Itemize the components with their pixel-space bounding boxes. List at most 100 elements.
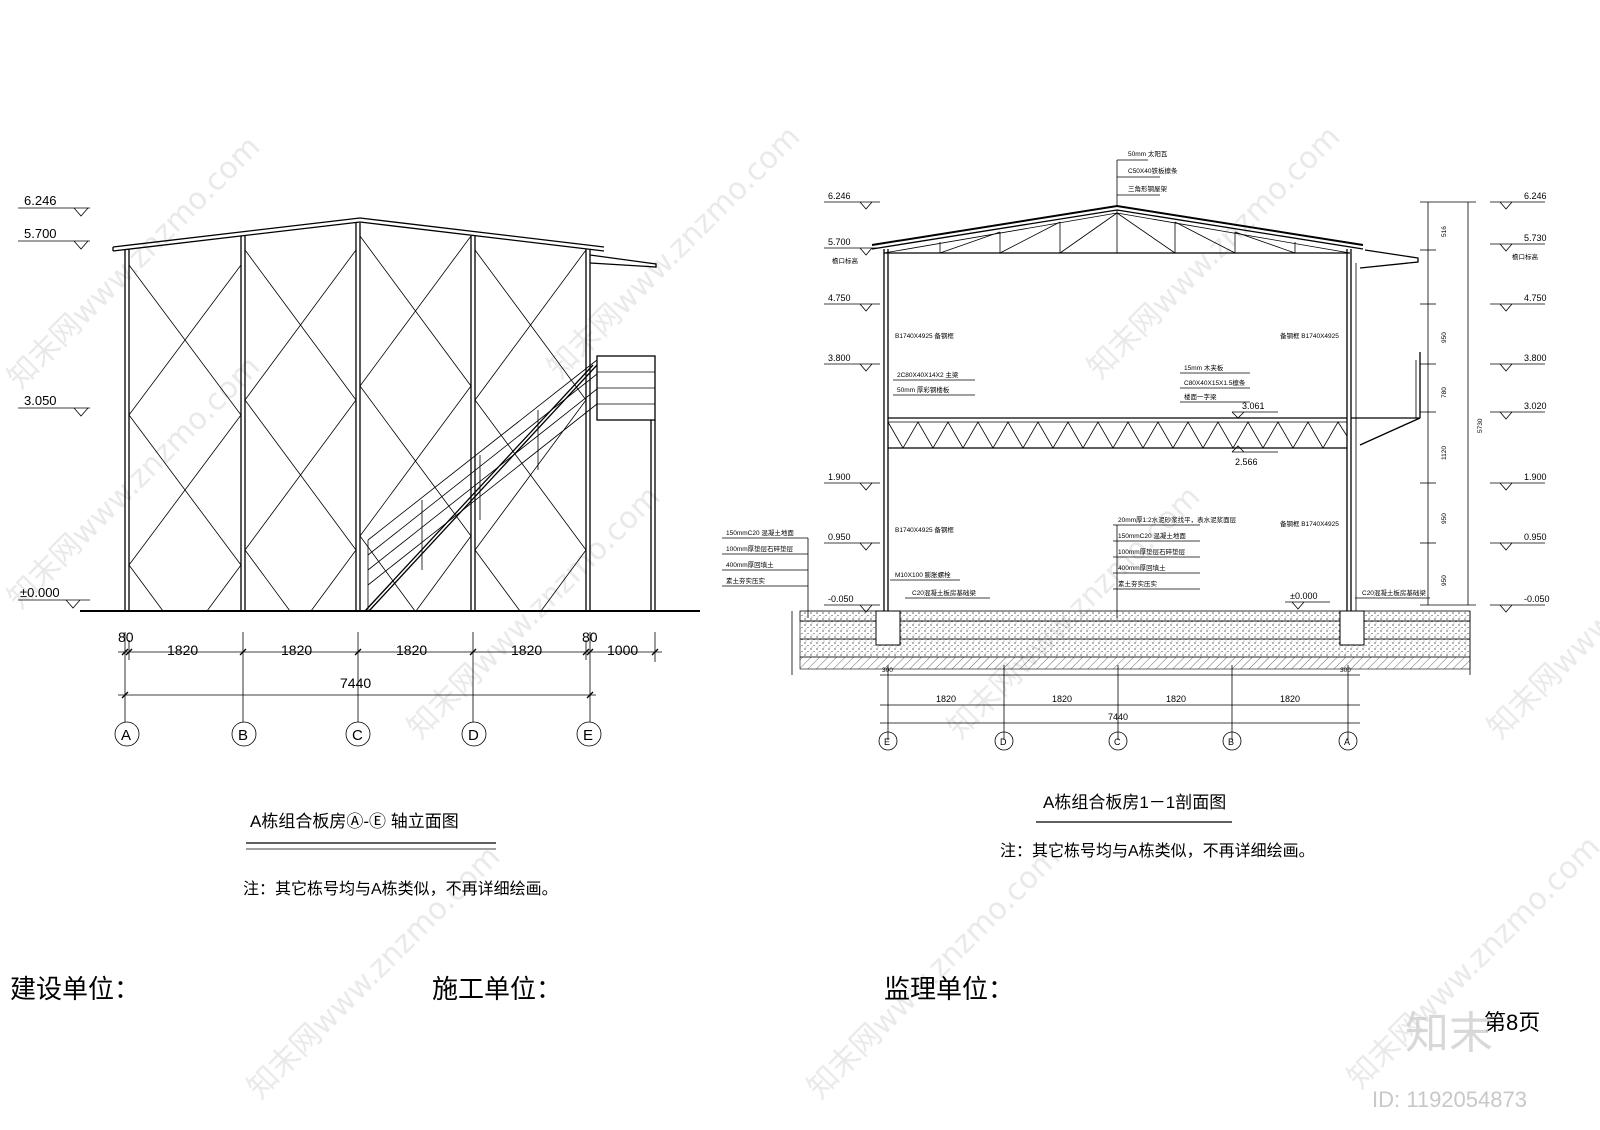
section-level-marks-right: 6.246 5.730 檐口标高 4.750 3.800 3.020 1.900… [1490, 191, 1550, 613]
section-axes: E D C B A [878, 731, 1358, 751]
level-label: 5.730 [1524, 233, 1547, 243]
ground-layer: 素土夯实压实 [726, 576, 766, 585]
dim-label: 80 [582, 629, 598, 645]
roof-truss: 50mm 太阳瓦 C50X40铁板檩条 三角形钢屋架 [871, 149, 1419, 269]
watermark-text: 知末网www.znzmo.com [1481, 479, 1600, 745]
section-walls [883, 249, 1357, 611]
wall-label: 备钢框 B1740X4925 [1280, 519, 1339, 528]
floor-truss: 3.061 2.566 [887, 352, 1421, 467]
level-label: ±0.000 [20, 585, 60, 600]
roof-label: C50X40铁板檩条 [1128, 166, 1178, 175]
foundation [791, 610, 1471, 675]
watermark-text: 知末网www.znzmo.com [241, 839, 507, 1105]
dim-label: 1000 [607, 642, 638, 658]
dim-label: 1820 [1052, 694, 1072, 704]
contractor-label: 施工单位： [432, 975, 562, 1005]
floor-label: 楼面一字梁 [1184, 392, 1217, 401]
axis-label: C [1114, 737, 1121, 747]
roof [112, 217, 657, 268]
columns [124, 223, 591, 611]
x-bracing [128, 235, 587, 612]
roof-label: 50mm 太阳瓦 [1128, 149, 1168, 158]
level-label: 0.950 [1524, 532, 1547, 542]
level-note: 檐口标高 [1512, 252, 1539, 261]
floor-label: C80X40X15X1.5檩条 [1184, 378, 1246, 387]
level-label: 0.950 [828, 532, 851, 542]
dim-label: 1820 [396, 642, 427, 658]
axis-label: D [1000, 737, 1007, 747]
axis-label: C [352, 727, 363, 744]
level-label: 3.800 [828, 353, 851, 363]
ground-layer: 400mm厚回填土 [1118, 563, 1166, 572]
elevation-dimensions: 80 1820 1820 1820 1820 80 1000 7440 [118, 629, 662, 722]
axis-label: A [121, 727, 131, 744]
watermark-logo: 知末 [1405, 1009, 1493, 1058]
axis-label: B [238, 727, 248, 744]
anchor-label: M10X100 膨胀螺栓 [895, 570, 951, 579]
dim-label: 80 [118, 629, 134, 645]
signature-row: 建设单位： 施工单位： 监理单位： [10, 975, 1014, 1005]
floor-label: 2C80X40X14X2 主梁 [897, 370, 959, 379]
elevation-level-marks: 6.246 5.700 3.050 ±0.000 [18, 193, 90, 609]
vert-dim: 516 [1441, 226, 1448, 237]
ground-layer: 100mm厚垫层石碎垫层 [1118, 547, 1186, 556]
floor-label: 15mm 木夹板 [1184, 363, 1224, 372]
level-label: 1.900 [1524, 472, 1547, 482]
level-label: 4.750 [1524, 293, 1547, 303]
level-label: 6.246 [828, 191, 851, 201]
roof-label: 三角形钢屋架 [1128, 184, 1168, 193]
builder-label: 建设单位： [10, 975, 140, 1005]
axis-label: E [583, 727, 593, 744]
axis-label: B [1228, 737, 1234, 747]
watermark-text: 知末网www.znzmo.com [801, 839, 1067, 1105]
level-label: 4.750 [828, 293, 851, 303]
level-label: 5.700 [24, 226, 57, 241]
ground-layer: 400mm厚回填土 [726, 560, 774, 569]
wall-label: B1740X4925 备钢框 [895, 525, 954, 534]
dim-total: 7440 [1108, 712, 1128, 722]
supervisor-label: 监理单位： [884, 975, 1014, 1005]
axis-label: D [468, 727, 479, 744]
vert-dim: 1120 [1441, 446, 1448, 460]
section-level-marks-left: 6.246 5.700 檐口标高 4.750 3.800 1.900 0.950… [824, 191, 880, 613]
ground-layer: 100mm厚垫层石碎垫层 [726, 544, 794, 553]
elevation-note: 注：其它栋号均与A栋类似，不再详细绘画。 [243, 880, 558, 898]
level-label: 3.800 [1524, 353, 1547, 363]
watermark-text: 知末网www.znzmo.com [1, 129, 267, 395]
section-drawing: 6.246 5.700 檐口标高 4.750 3.800 1.900 0.950… [722, 149, 1550, 860]
section-title: A栋组合板房1－1剖面图 [1043, 793, 1226, 812]
floor-label: 50mm 厚彩钢楼板 [897, 385, 950, 394]
dim-label: 1820 [936, 694, 956, 704]
dim-label: 1820 [1166, 694, 1186, 704]
floor-level: 2.566 [1235, 457, 1258, 467]
edge-dim: 300 [882, 667, 893, 674]
vert-dim: 780 [1441, 387, 1448, 398]
ground-layer: 150mmC20 混凝土地面 [1118, 531, 1186, 540]
dim-label: 1820 [1280, 694, 1300, 704]
axis-label: A [1344, 737, 1350, 747]
footing-label: C20混凝土板房基础梁 [1362, 588, 1426, 597]
vert-dim: 950 [1441, 332, 1448, 343]
section-annotations: B1740X4925 备钢框 备钢框 B1740X4925 B1740X4925… [722, 331, 1430, 618]
level-label: 6.246 [1524, 191, 1547, 201]
level-label: 3.020 [1524, 401, 1547, 411]
section-horizontal-dims: 300 300 1820 1820 1820 1820 7440 [880, 665, 1360, 740]
zero-level: ±0.000 [1290, 591, 1317, 601]
section-note: 注：其它栋号均与A栋类似，不再详细绘画。 [1000, 842, 1315, 860]
level-label: -0.050 [828, 594, 854, 604]
axis-label: E [884, 737, 890, 747]
watermark-text: 知末网www.znzmo.com [1, 349, 267, 615]
level-label: 1.900 [828, 472, 851, 482]
vert-dim: 950 [1441, 575, 1448, 586]
vert-dim: 950 [1441, 513, 1448, 524]
level-label: 5.700 [828, 237, 851, 247]
wall-label: 备钢框 B1740X4925 [1280, 331, 1339, 340]
elevation-axes: A B C D E [114, 721, 602, 747]
elevation-title: A栋组合板房Ⓐ-Ⓔ 轴立面图 [250, 812, 459, 831]
elevation-drawing: 6.246 5.700 3.050 ±0.000 [18, 193, 700, 898]
footing-label: C20混凝土板房基础梁 [912, 588, 976, 597]
ground-layer: 20mm厚1:2水泥砂浆找平，表水泥浆面层 [1118, 515, 1237, 524]
dim-label: 1820 [511, 642, 542, 658]
